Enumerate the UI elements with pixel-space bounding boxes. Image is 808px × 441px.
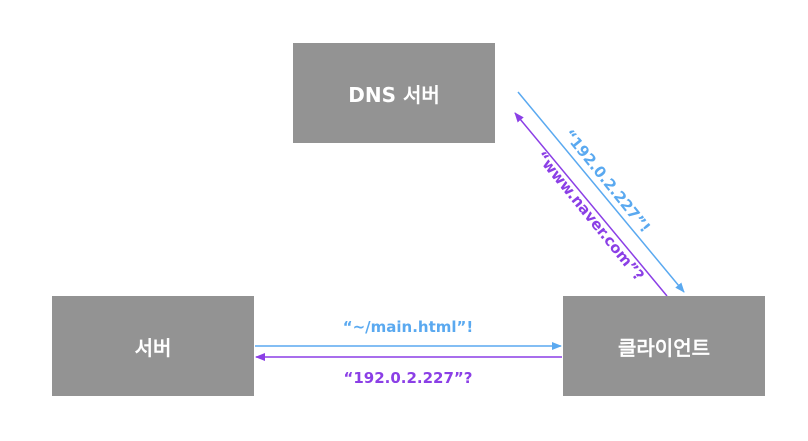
server-response-label: “~/main.html”! [342, 318, 474, 336]
server-request-label: “192.0.2.227”? [343, 369, 473, 387]
dns-server-label: DNS 서버 [348, 82, 440, 107]
arrow-dns-to-client [517, 91, 685, 293]
dns-server-node: DNS 서버 [293, 43, 495, 143]
server-label: 서버 [134, 335, 172, 360]
client-node: 클라이언트 [563, 296, 765, 396]
client-label: 클라이언트 [618, 335, 710, 360]
server-node: 서버 [52, 296, 254, 396]
